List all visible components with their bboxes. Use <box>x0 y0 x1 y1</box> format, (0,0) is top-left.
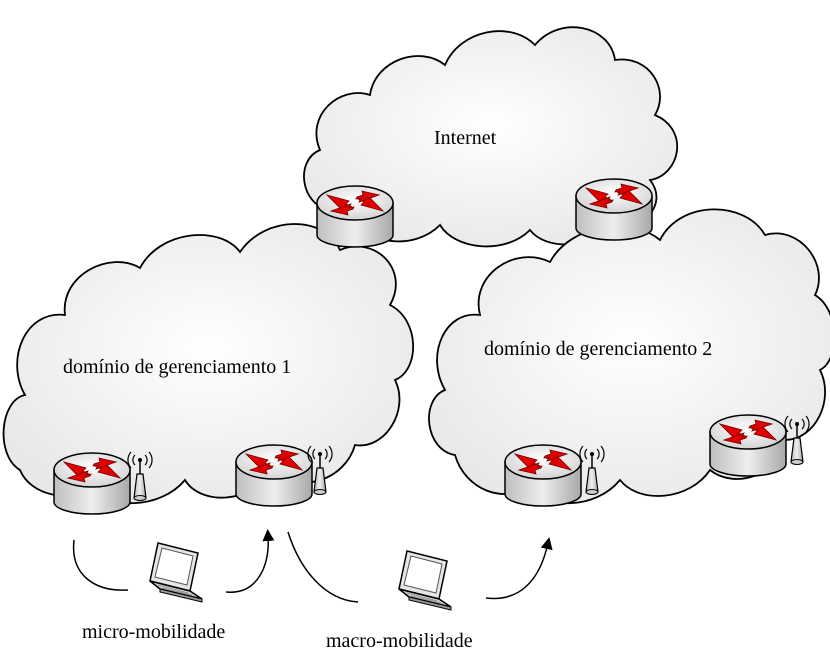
router-icon-domain2-right <box>709 414 787 477</box>
micro-mobility-arc-left <box>72 539 129 591</box>
micro-mobility-label: micro-mobilidade <box>82 621 226 643</box>
macro-mobility-label: macro-mobilidade <box>326 630 473 652</box>
router-icon-domain1-left <box>53 452 131 515</box>
router-icon-internet-right <box>575 178 653 241</box>
router-icon-domain2-left <box>504 444 582 507</box>
domain-1-cloud <box>2 223 415 505</box>
domain-1-label: domínio de gerenciamento 1 <box>63 356 292 378</box>
router-icon-domain1-right <box>235 444 313 507</box>
router-icon-internet-left <box>316 185 394 248</box>
macro-mobility-arc-left <box>287 531 359 603</box>
laptop-icon-micro <box>149 542 203 603</box>
internet-label: Internet <box>434 127 497 149</box>
micro-mobility-arrow <box>225 529 275 593</box>
domain-2-label: domínio de gerenciamento 2 <box>484 338 713 360</box>
macro-mobility-arrow <box>485 537 553 600</box>
laptop-icon-macro <box>398 550 452 611</box>
